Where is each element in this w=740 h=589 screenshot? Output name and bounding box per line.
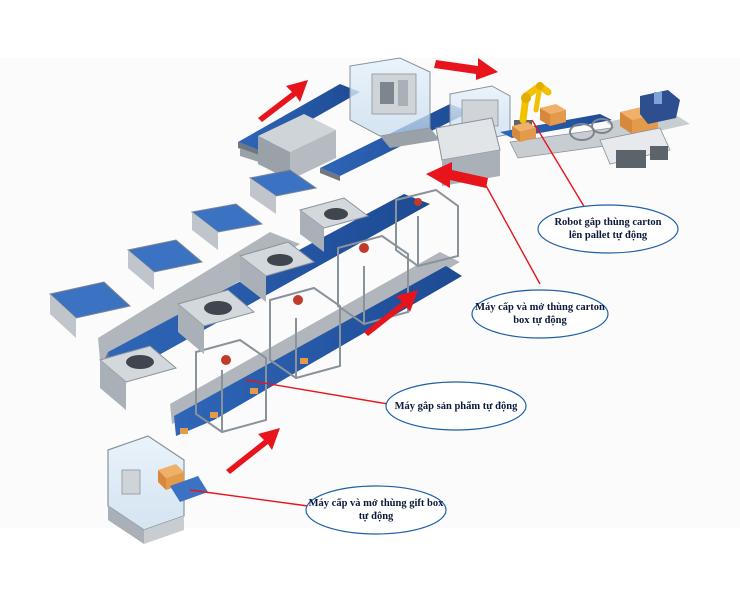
giftbox-erector-machine <box>107 435 208 544</box>
callout-ellipses <box>305 204 679 535</box>
callout-giftbox-erector-bubble <box>305 485 447 535</box>
machine-frame-icon <box>195 188 459 434</box>
packing-stations <box>48 169 318 338</box>
sealing-machine <box>435 85 511 186</box>
products-on-line <box>180 198 422 434</box>
callout-carton-erector-bubble <box>471 289 609 339</box>
turntable-machines <box>98 197 370 410</box>
callout-product-picker-bubble <box>385 381 527 431</box>
arrow-icon <box>226 58 498 474</box>
pallet-truck-icon <box>569 90 690 168</box>
tunnel-machine <box>258 114 336 180</box>
callout-robot-palletizer-bubble <box>537 204 679 254</box>
leader-lines <box>189 119 586 507</box>
carton-erector-machine <box>349 57 440 148</box>
carton-box-icon <box>512 104 566 142</box>
